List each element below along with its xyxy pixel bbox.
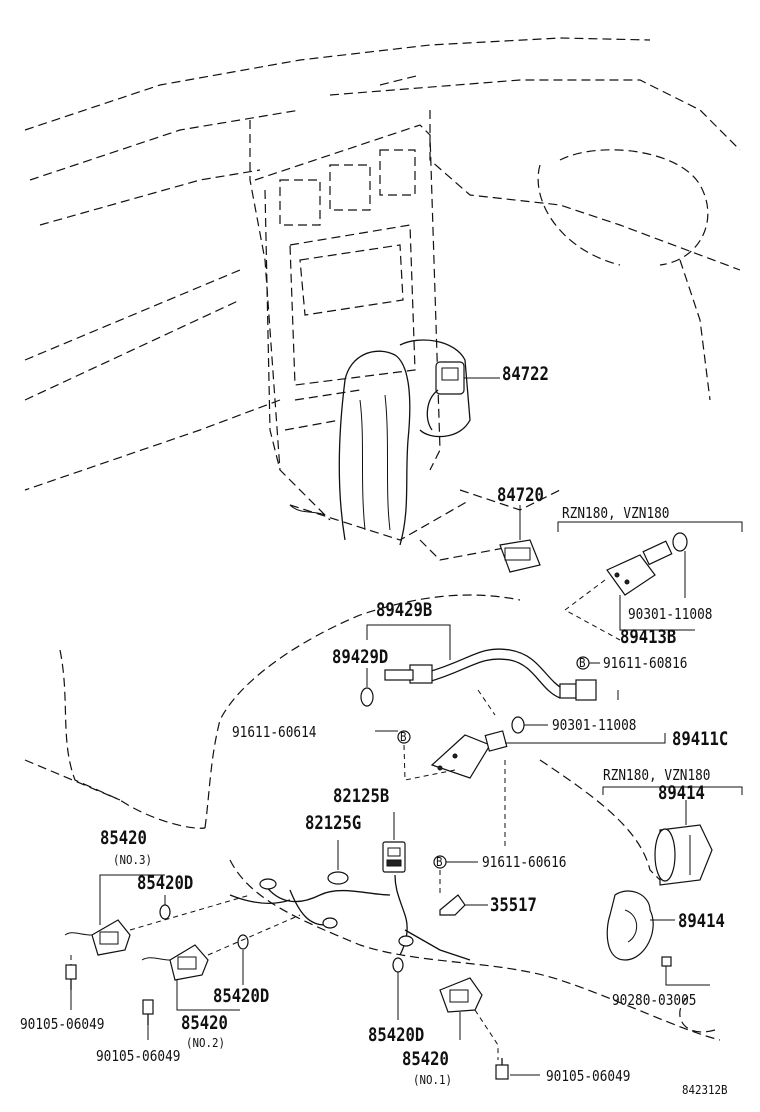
bolt-marker-b-2: B <box>400 730 407 744</box>
part-89429b-cable <box>360 624 597 707</box>
part-35517-clamp <box>439 870 488 916</box>
label-35517: 35517 <box>490 894 537 916</box>
label-91611-60616: 91611-60616 <box>482 853 567 871</box>
label-85420d-a: 85420D <box>137 872 194 894</box>
label-90301-a: 90301-11008 <box>628 605 713 623</box>
label-90105-b: 90105-06049 <box>96 1047 181 1065</box>
part-84722-connector <box>426 361 500 431</box>
label-84722: 84722 <box>502 363 549 385</box>
part-84720-switch <box>289 504 541 573</box>
part-90280-clip <box>661 956 710 986</box>
label-90301-b: 90301-11008 <box>552 716 637 734</box>
label-82125b: 82125B <box>333 785 390 807</box>
label-89413b: 89413B <box>620 626 677 648</box>
bolt-markers <box>375 656 600 869</box>
part-82125g-grommet <box>327 840 349 885</box>
bolt-90105-c <box>495 1058 540 1080</box>
part-85420-no3 <box>64 874 251 956</box>
part-89414-cap <box>606 890 675 961</box>
part-89411c-sensor <box>403 689 666 850</box>
part-89414-ring <box>654 800 713 886</box>
label-90105-c: 90105-06049 <box>546 1067 631 1085</box>
label-group-rzn-b: RZN180, VZN180 <box>603 766 711 784</box>
center-console <box>254 124 561 561</box>
label-84720: 84720 <box>497 484 544 506</box>
label-91611-60614: 91611-60614 <box>232 723 317 741</box>
part-85420-no1 <box>392 957 499 1060</box>
label-no2: (NO.2) <box>186 1036 226 1050</box>
part-89413b-sensor <box>564 532 695 641</box>
bolt-90105-b <box>142 999 154 1040</box>
bolt-marker-b-1: B <box>579 656 586 670</box>
label-90280-03005: 90280-03005 <box>612 991 697 1009</box>
label-85420-no3: 85420 <box>100 827 147 849</box>
wire-harness <box>229 874 471 961</box>
shift-boot <box>338 339 471 546</box>
label-85420d-c: 85420D <box>368 1024 425 1046</box>
label-82125g: 82125G <box>305 812 362 834</box>
bolt-marker-b-3: B <box>436 855 443 869</box>
label-85420d-b: 85420D <box>213 985 270 1007</box>
label-89429d: 89429D <box>332 646 389 668</box>
label-89411c: 89411C <box>672 728 729 750</box>
label-90105-a: 90105-06049 <box>20 1015 105 1033</box>
label-89429b: 89429B <box>376 599 433 621</box>
part-85420-no2 <box>141 914 301 1011</box>
label-89414-a: 89414 <box>658 782 705 804</box>
label-89414-b: 89414 <box>678 910 725 932</box>
bolt-90105-a <box>65 955 77 1010</box>
label-no3: (NO.3) <box>113 853 153 867</box>
part-82125b-connector <box>382 812 406 873</box>
dashboard-outline <box>24 37 741 491</box>
label-85420-no1: 85420 <box>402 1048 449 1070</box>
label-85420-no2: 85420 <box>181 1012 228 1034</box>
label-group-rzn-a: RZN180, VZN180 <box>562 504 670 522</box>
rzn-bracket-b <box>602 786 743 795</box>
diagram-id: 842312B <box>682 1083 728 1097</box>
label-no1: (NO.1) <box>413 1073 453 1087</box>
rzn-bracket-a <box>557 521 743 532</box>
transmission-outline <box>24 594 721 1041</box>
label-91611-60816: 91611-60816 <box>603 654 688 672</box>
